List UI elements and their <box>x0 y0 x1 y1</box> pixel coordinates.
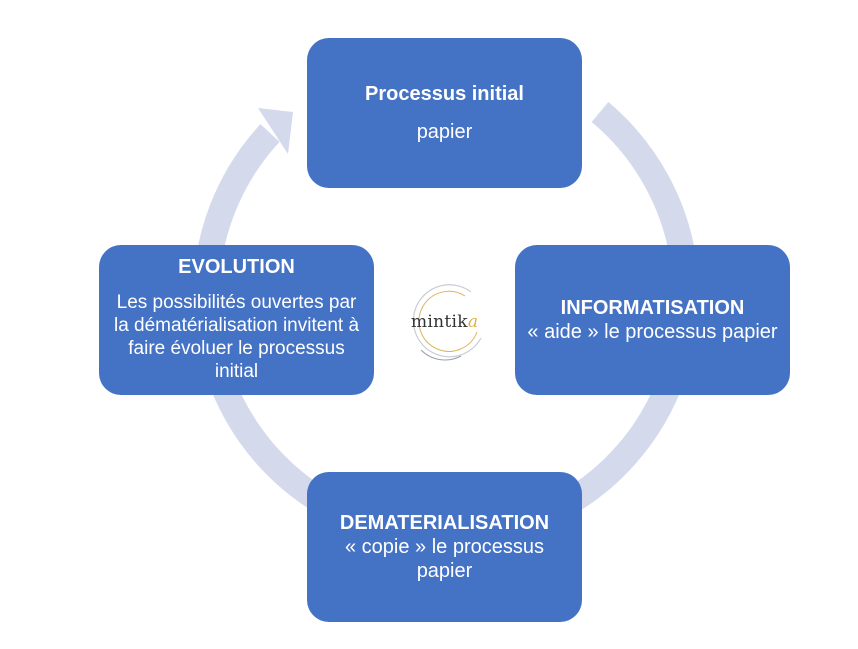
node-text: « aide » le processus papier <box>527 321 778 343</box>
node-dematerialisation: DEMATERIALISATION « copie » le processus… <box>307 472 582 622</box>
logo-wordmark: mintika <box>411 312 478 332</box>
node-title: DEMATERIALISATION <box>339 512 550 534</box>
node-text: papier <box>416 121 473 143</box>
mintika-logo: mintika <box>401 280 491 364</box>
logo-text-accent: a <box>467 312 479 332</box>
logo-swirl-icon <box>412 284 482 361</box>
node-text: « copie » le processus papier <box>344 536 544 582</box>
node-title: INFORMATISATION <box>560 297 745 319</box>
node-informatisation: INFORMATISATION « aide » le processus pa… <box>515 245 790 395</box>
node-text: Les possibilités ouvertes par la dématér… <box>113 292 360 382</box>
node-title: EVOLUTION <box>178 256 295 278</box>
node-title: Processus initial <box>365 83 524 105</box>
node-processus-initial: Processus initial papier <box>307 38 582 188</box>
logo-text-main: mintik <box>411 312 468 332</box>
node-evolution: EVOLUTION Les possibilités ouvertes par … <box>99 245 374 395</box>
ring-arrow-head <box>258 108 293 154</box>
